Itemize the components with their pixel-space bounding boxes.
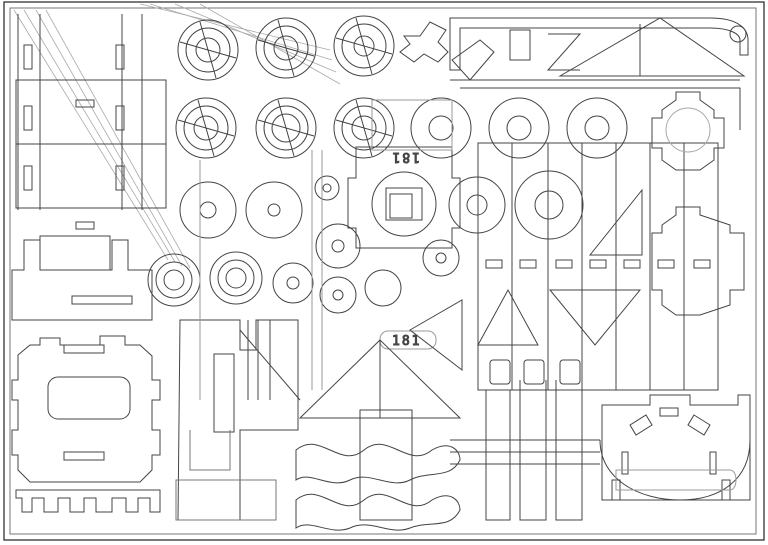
sheet-inner-border (9, 7, 757, 535)
sheet-border (3, 1, 765, 541)
diagonal-guide-lines (13, 3, 341, 269)
chassis-piece (175, 150, 323, 521)
top-right-bars (399, 17, 749, 130)
wheel-row-lower (147, 251, 263, 307)
truck-side-panels (15, 14, 167, 230)
fender-piece (599, 394, 751, 501)
gear-wheels-right (651, 91, 745, 316)
part-label-181: 181 (392, 334, 421, 349)
wave-pieces (295, 443, 461, 531)
truck-bed-slats (477, 142, 719, 391)
part-label-181-rotated: 181 (391, 149, 420, 164)
roof-piece (298, 299, 463, 521)
wheel-row-top (177, 15, 395, 81)
bumper-piece (11, 235, 153, 321)
washer-parts (179, 97, 628, 314)
axle-posts (450, 359, 600, 521)
comb-piece (15, 489, 161, 513)
wheel-row-middle (175, 97, 395, 159)
cab-front-piece (11, 335, 161, 483)
engine-block: 181 181 (347, 99, 461, 350)
